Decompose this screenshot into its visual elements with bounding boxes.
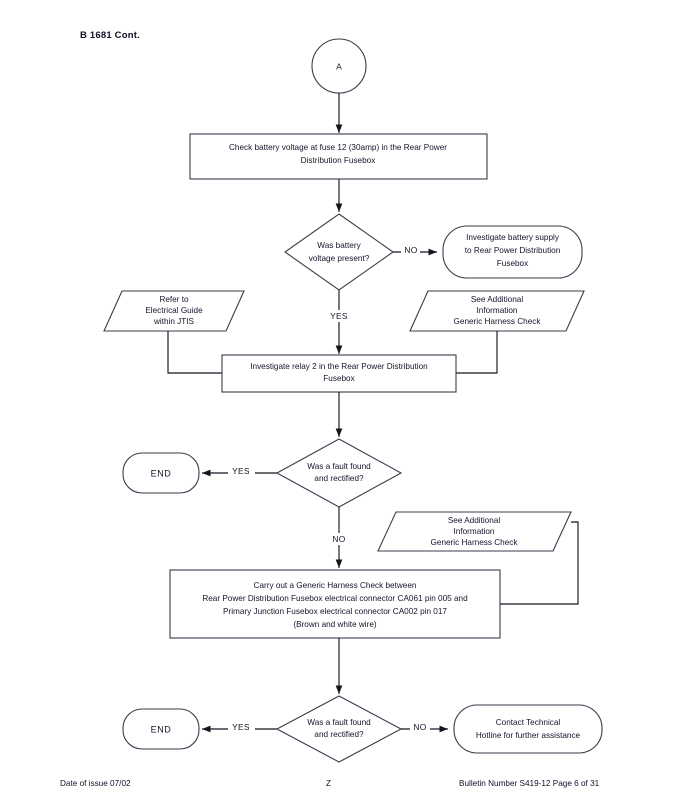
harness-check-line1: Carry out a Generic Harness Check betwee… — [254, 581, 417, 590]
note-harness-top-line1: See Additional — [471, 295, 524, 304]
contact-hotline-line1: Contact Technical — [496, 718, 561, 727]
connector-a-label: A — [336, 61, 342, 71]
end-1-label: END — [151, 468, 172, 478]
note-electrical-guide-line3: within JTIS — [153, 317, 195, 326]
process-relay-line1: Investigate relay 2 in the Rear Power Di… — [250, 362, 428, 371]
edge-label-yes-3: YES — [232, 722, 250, 732]
decision-fault-2-line1: Was a fault found — [307, 718, 371, 727]
note-electrical-guide-line1: Refer to — [159, 295, 189, 304]
end-2-label: END — [151, 724, 172, 734]
footer-center-mark: Z — [326, 779, 332, 788]
edge-harness-top-to-relay — [456, 331, 498, 374]
contact-hotline-line2: Hotline for further assistance — [476, 731, 581, 740]
process-generic-harness-check: Carry out a Generic Harness Check betwee… — [169, 569, 501, 639]
note-harness-check-bottom: See Additional Information Generic Harne… — [377, 511, 572, 552]
connector-a-node: A — [311, 38, 367, 94]
edge-label-no-3: NO — [413, 722, 426, 732]
process-check-fuse-line1: Check battery voltage at fuse 12 (30amp)… — [229, 143, 447, 152]
decision-fault-found-1: Was a fault found and rectified? — [275, 438, 403, 508]
decision-battery-voltage-line1: Was battery — [317, 241, 361, 250]
terminator-end-1: END — [122, 452, 200, 494]
note-harness-bottom-line2: Information — [454, 527, 495, 536]
edge-label-no-2: NO — [332, 534, 345, 544]
edge-electrical-guide-to-relay — [167, 331, 222, 374]
note-harness-bottom-line1: See Additional — [448, 516, 501, 525]
decision-fault-found-2: Was a fault found and rectified? — [275, 695, 403, 763]
note-harness-bottom-line3: Generic Harness Check — [431, 538, 519, 547]
decision-fault-1-line1: Was a fault found — [307, 462, 371, 471]
process-relay-line2: Fusebox — [323, 374, 354, 383]
note-harness-check-top: See Additional Information Generic Harne… — [409, 290, 585, 332]
process-investigate-relay: Investigate relay 2 in the Rear Power Di… — [221, 354, 457, 393]
decision-fault-2-line2: and rectified? — [314, 730, 364, 739]
page-header-reference: B 1681 Cont. — [80, 30, 140, 41]
note-electrical-guide-line2: Electrical Guide — [145, 306, 203, 315]
edge-label-yes-1: YES — [330, 311, 348, 321]
harness-check-line4: (Brown and white wire) — [293, 620, 377, 629]
process-check-fuse-line2: Distribution Fusebox — [301, 156, 376, 165]
note-harness-top-line3: Generic Harness Check — [454, 317, 542, 326]
harness-check-line2: Rear Power Distribution Fusebox electric… — [202, 594, 468, 603]
decision-battery-voltage: Was battery voltage present? — [284, 213, 394, 291]
process-check-fuse-voltage: Check battery voltage at fuse 12 (30amp)… — [189, 133, 488, 180]
decision-battery-voltage-line2: voltage present? — [309, 254, 370, 263]
footer-bulletin-number: Bulletin Number S419-12 Page 6 of 31 — [459, 779, 600, 788]
edge-harness-bottom-to-process — [500, 521, 579, 605]
edge-label-no-1: NO — [404, 245, 417, 255]
investigate-supply-line1: Investigate battery supply — [466, 233, 560, 242]
harness-check-line3: Primary Junction Fusebox electrical conn… — [223, 607, 447, 616]
terminator-contact-hotline: Contact Technical Hotline for further as… — [453, 704, 603, 754]
note-electrical-guide: Refer to Electrical Guide within JTIS — [103, 290, 245, 332]
investigate-supply-line3: Fusebox — [497, 259, 528, 268]
terminator-investigate-supply: Investigate battery supply to Rear Power… — [442, 225, 583, 279]
decision-fault-1-line2: and rectified? — [314, 474, 364, 483]
edge-label-yes-2: YES — [232, 466, 250, 476]
note-harness-top-line2: Information — [477, 306, 518, 315]
investigate-supply-line2: to Rear Power Distribution — [465, 246, 561, 255]
footer-date-of-issue: Date of issue 07/02 — [60, 779, 131, 788]
terminator-end-2: END — [122, 708, 200, 750]
